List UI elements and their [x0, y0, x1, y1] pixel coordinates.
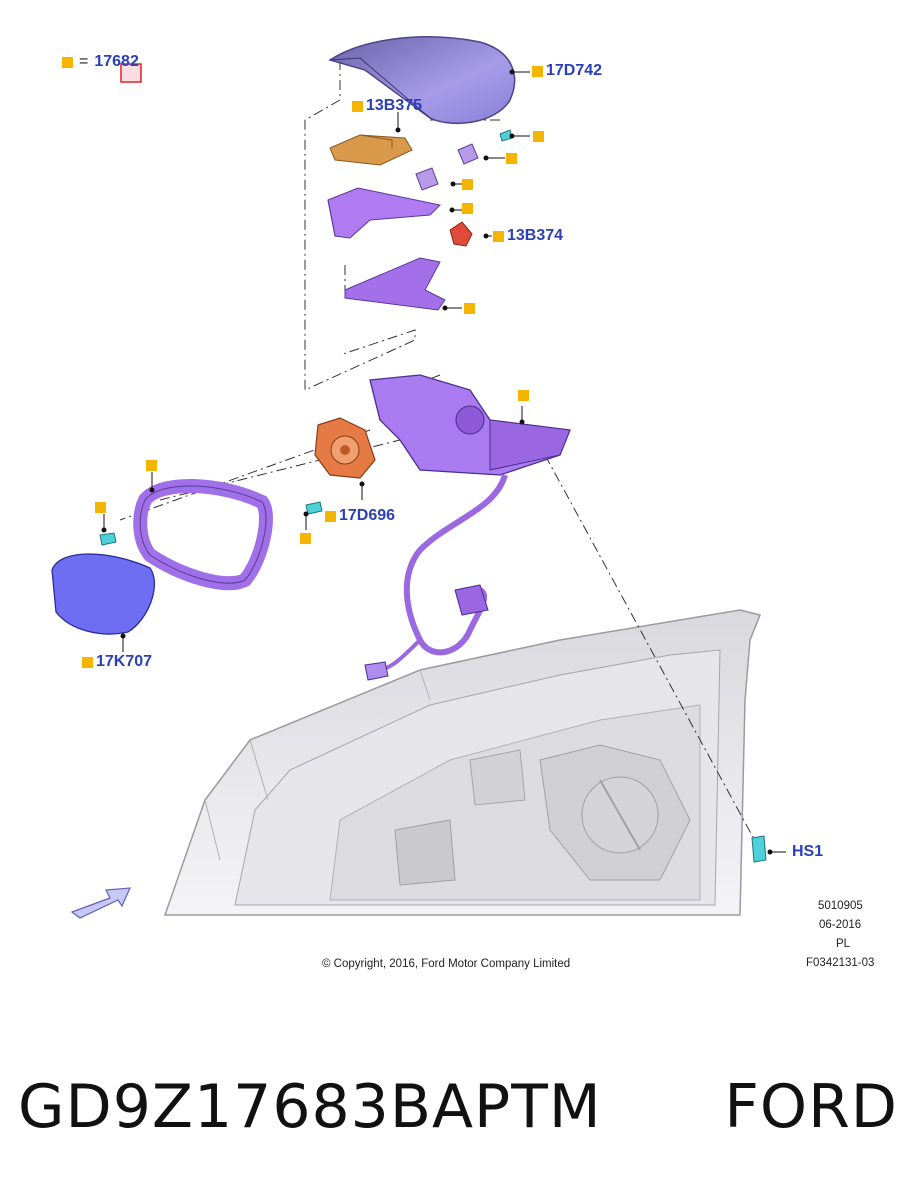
marker-square-icon — [146, 460, 157, 471]
marker-square-icon — [62, 56, 73, 68]
marker-square-icon — [300, 533, 311, 544]
marker-square-icon — [462, 203, 473, 214]
callout-17k707: 17K707 — [82, 654, 152, 670]
actuator-motor-part — [314, 417, 376, 479]
mirror-glass-part — [51, 553, 155, 635]
marker-square-icon — [493, 230, 504, 242]
footer-caption: GD9Z17683BAPTM FORD — [18, 1062, 898, 1152]
legend-entry: = 17682 — [62, 54, 139, 70]
callout-label: 17D742 — [546, 62, 603, 79]
callout-13b375: 13B375 — [352, 98, 422, 114]
upper-bracket-part — [329, 134, 413, 166]
mirror-housing-bracket — [327, 187, 442, 239]
marker-square-icon — [95, 502, 106, 513]
clip-parts — [415, 143, 479, 191]
front-direction-arrow — [70, 887, 131, 919]
heater-connector-part — [449, 221, 473, 247]
marker-square-icon — [464, 303, 475, 314]
stamp-lang: PL — [836, 938, 851, 950]
callout-label: 13B375 — [366, 97, 423, 114]
mirror-cover-part — [328, 36, 516, 124]
brand-name: FORD — [724, 1072, 898, 1142]
legend-equals: = — [79, 53, 89, 70]
mirror-frame-part — [133, 479, 273, 591]
marker-square-icon — [532, 65, 543, 77]
marker-square-icon — [518, 390, 529, 401]
fastener-parts — [99, 129, 767, 863]
mirror-base-assembly — [364, 374, 571, 681]
part-number: GD9Z17683BAPTM — [18, 1072, 602, 1142]
marker-square-icon — [533, 131, 544, 142]
callout-17d742: 17D742 — [532, 63, 602, 79]
callout-13b374: 13B374 — [493, 228, 563, 244]
copyright-notice: © Copyright, 2016, Ford Motor Company Li… — [322, 958, 571, 970]
callout-label: 13B374 — [507, 227, 564, 244]
callout-label: 17K707 — [96, 653, 153, 670]
callout-hs1: HS1 — [792, 844, 823, 860]
stamp-code: 5010905 — [818, 900, 863, 912]
callout-leader-lines — [103, 71, 786, 853]
stamp-figure: F0342131-03 — [806, 957, 875, 969]
lower-housing-plate — [344, 257, 446, 311]
callout-label: HS1 — [792, 843, 824, 860]
marker-square-icon — [82, 656, 93, 668]
stamp-date: 06-2016 — [819, 919, 862, 931]
highlight-box — [120, 63, 142, 83]
callout-17d696: 17D696 — [325, 508, 395, 524]
exploded-parts-diagram — [51, 36, 786, 919]
marker-square-icon — [462, 179, 473, 190]
door-frame — [163, 609, 762, 916]
callout-label: 17D696 — [339, 507, 396, 524]
marker-square-icon — [325, 510, 336, 522]
marker-square-icon — [506, 153, 517, 164]
legend-ref: 17682 — [94, 53, 139, 70]
marker-square-icon — [352, 100, 363, 112]
